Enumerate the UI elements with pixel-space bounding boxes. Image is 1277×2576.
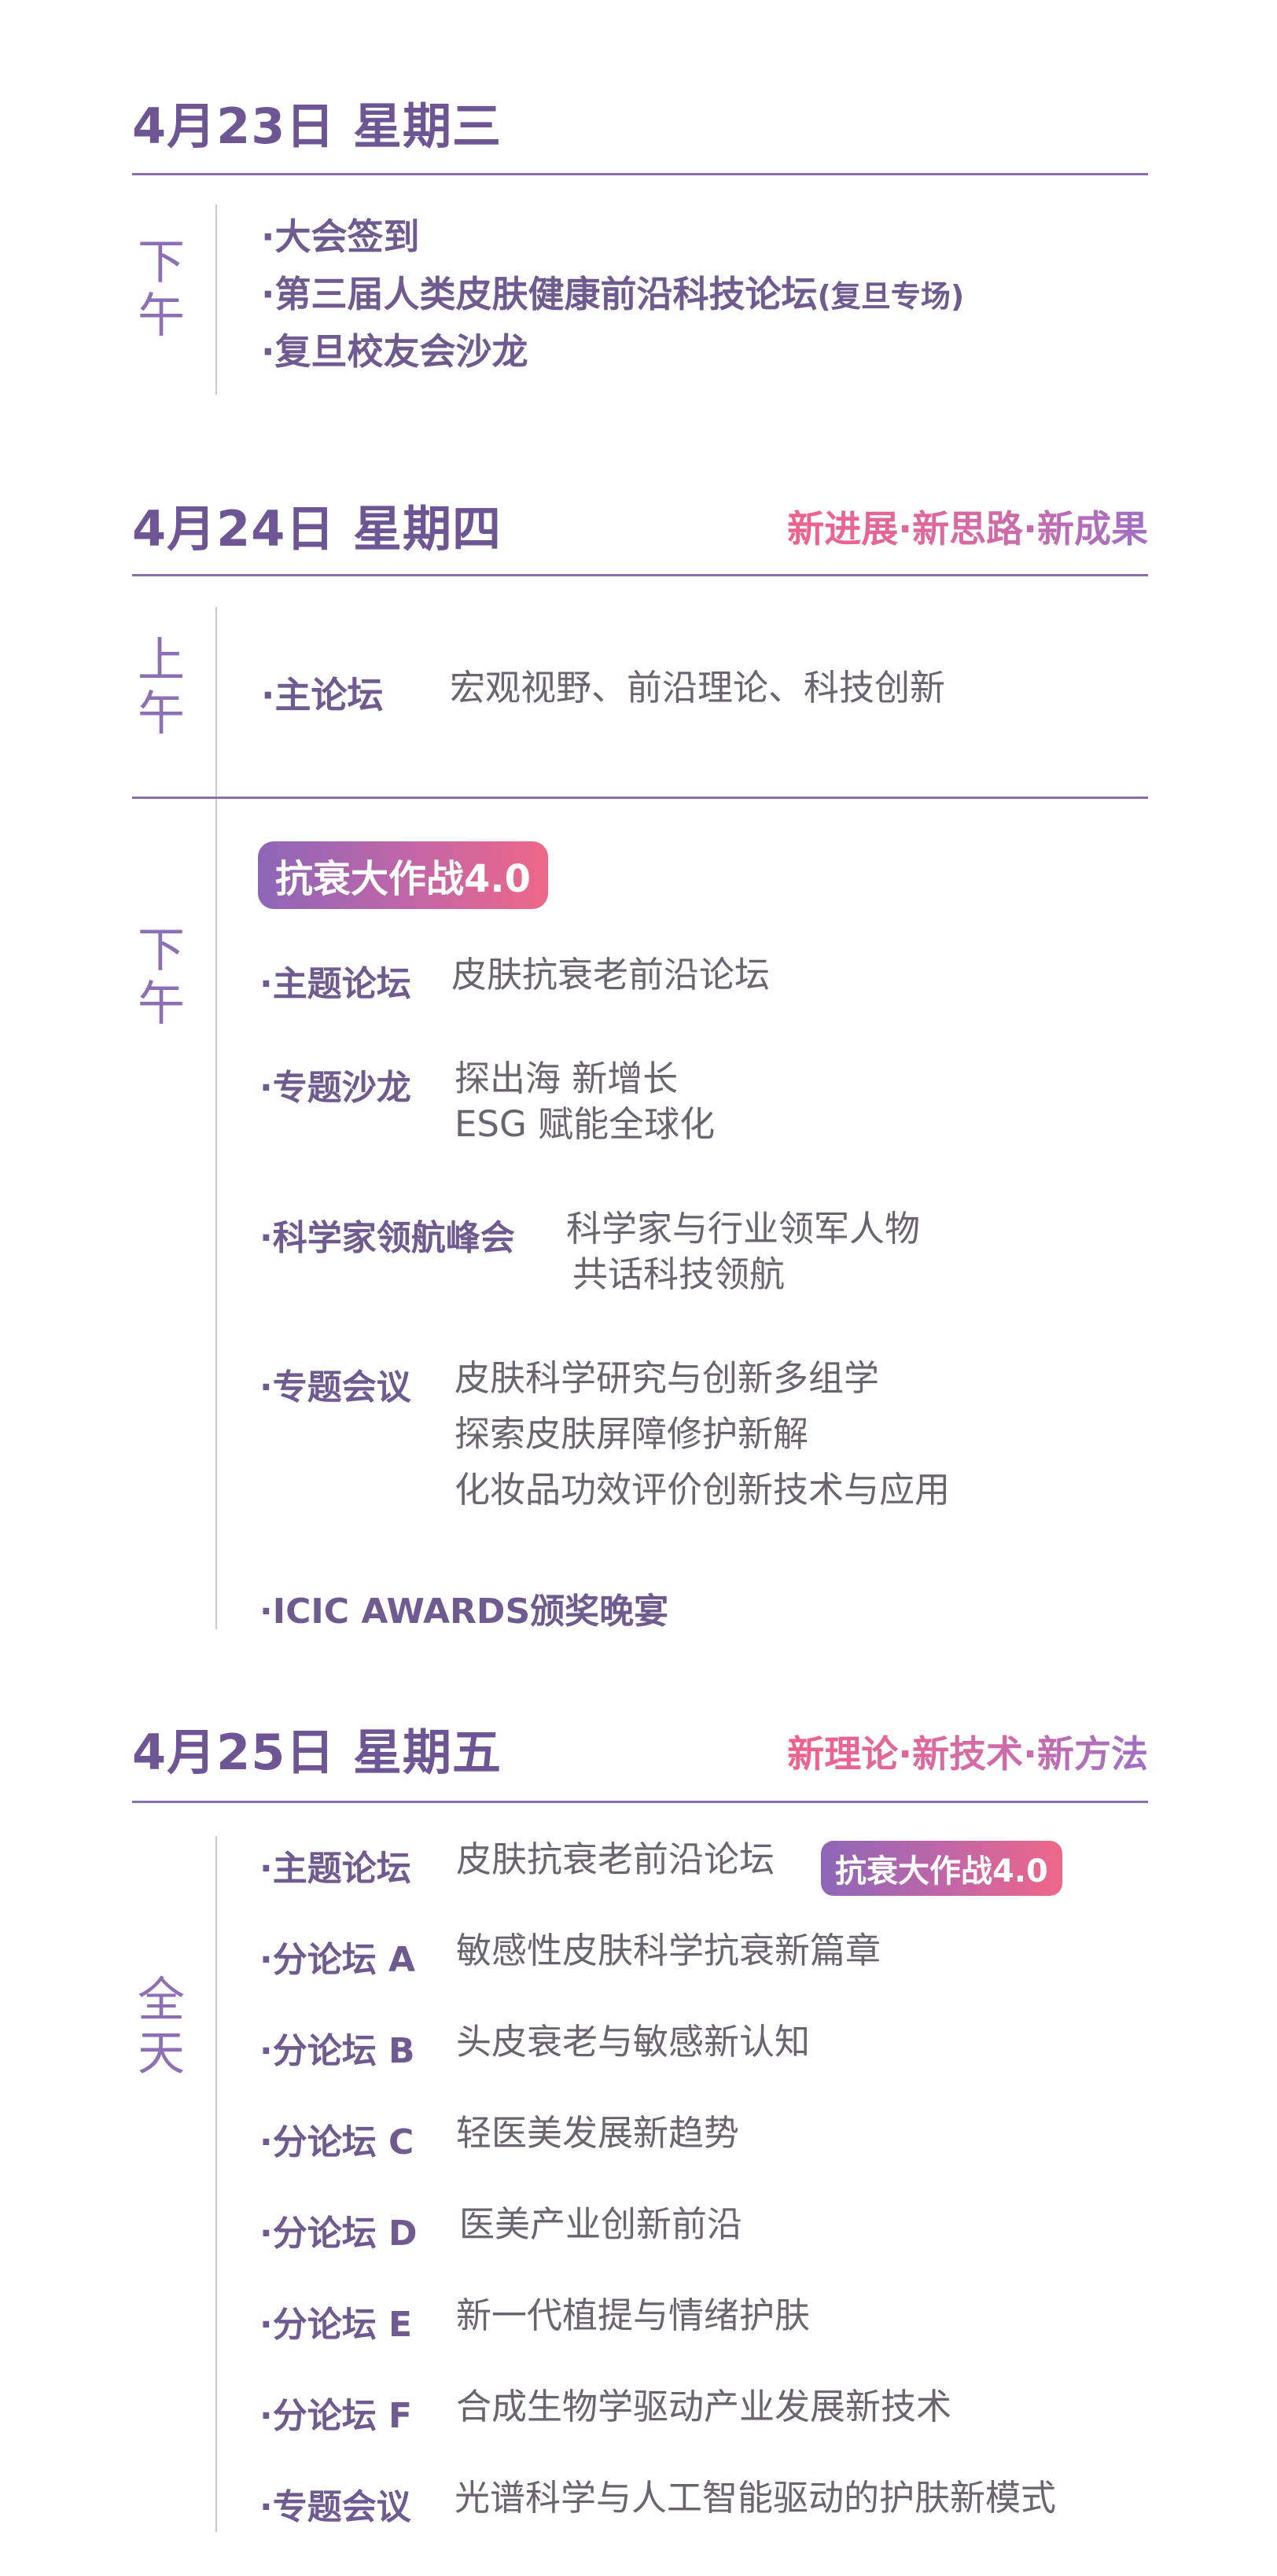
session-label-subforum-b: ·分论坛 B [259, 2031, 415, 2071]
slogan-day3: 新理论·新技术·新方法 [787, 1724, 1148, 1778]
session-desc: 敏感性皮肤科学抗衰新篇章 [456, 1930, 881, 1971]
session-label-subforum-e: ·分论坛 E [259, 2305, 413, 2345]
session-label-subforum-f: ·分论坛 F [259, 2396, 413, 2436]
session-desc: 探出海 新增长 [454, 1058, 679, 1099]
date-heading-day2: 4月24日 星期四 [132, 500, 502, 558]
period-label-allday: 全 天 [138, 1973, 185, 2081]
session-label-subforum-a: ·分论坛 A [259, 1940, 416, 1980]
agenda-item-forum: ·第三届人类皮肤健康前沿科技论坛(复旦专场) [261, 273, 965, 315]
session-desc-main-forum: 宏观视野、前沿理论、科技创新 [450, 667, 946, 708]
timeline-line [215, 607, 217, 1629]
divider [132, 173, 1148, 175]
forum-note: (复旦专场) [817, 279, 965, 314]
date-heading-day1: 4月23日 星期三 [132, 98, 502, 155]
session-desc: ESG 赋能全球化 [454, 1103, 716, 1145]
date-heading-day3: 4月25日 星期五 [132, 1724, 502, 1781]
session-label-special-meeting: ·专题会议 [259, 1367, 411, 1408]
session-desc: 化妆品功效评价创新技术与应用 [454, 1469, 951, 1511]
session-desc: 共话科技领航 [572, 1253, 786, 1295]
session-desc: 轻医美发展新趋势 [456, 2112, 740, 2154]
badge-anti-aging: 抗衰大作战4.0 [258, 841, 549, 909]
session-label-special-meeting: ·专题会议 [259, 2487, 411, 2527]
session-desc: 探索皮肤屏障修护新解 [454, 1413, 809, 1455]
session-desc: 皮肤抗衰老前沿论坛 [456, 1838, 775, 1880]
session-label-theme-forum: ·主题论坛 [259, 964, 411, 1004]
period-label-afternoon: 下 午 [138, 235, 185, 344]
period-label-morning: 上 午 [138, 633, 185, 742]
divider [132, 797, 1148, 799]
period-label-afternoon: 下 午 [138, 923, 185, 1032]
session-desc: 新一代植提与情绪护肤 [456, 2294, 811, 2336]
session-desc: 头皮衰老与敏感新认知 [456, 2021, 811, 2063]
session-label-main-forum: ·主论坛 [261, 674, 384, 716]
session-label-theme-forum: ·主题论坛 [259, 1849, 411, 1889]
agenda-item-alumni-salon: ·复旦校友会沙龙 [261, 330, 528, 373]
slogan-day2: 新进展·新思路·新成果 [787, 499, 1148, 553]
agenda-item-checkin: ·大会签到 [261, 215, 420, 258]
session-label-subforum-d: ·分论坛 D [259, 2214, 418, 2254]
session-desc: 科学家与行业领军人物 [566, 1208, 921, 1249]
divider [132, 1801, 1148, 1803]
session-desc: 合成生物学驱动产业发展新技术 [456, 2386, 952, 2427]
session-label-subforum-c: ·分论坛 C [259, 2122, 414, 2162]
session-label-awards-dinner: ·ICIC AWARDS颁奖晚宴 [259, 1592, 669, 1632]
session-desc: 皮肤科学研究与创新多组学 [454, 1357, 880, 1399]
session-desc: 医美产业创新前沿 [459, 2203, 743, 2245]
timeline-line [215, 204, 217, 395]
session-desc: 光谱科学与人工智能驱动的护肤新模式 [454, 2477, 1057, 2519]
badge-anti-aging: 抗衰大作战4.0 [821, 1841, 1062, 1896]
session-desc: 皮肤抗衰老前沿论坛 [451, 954, 771, 995]
session-label-salon: ·专题沙龙 [259, 1068, 411, 1108]
session-label-scientist-summit: ·科学家领航峰会 [259, 1218, 515, 1258]
divider [132, 574, 1148, 576]
timeline-line [215, 1836, 217, 2532]
